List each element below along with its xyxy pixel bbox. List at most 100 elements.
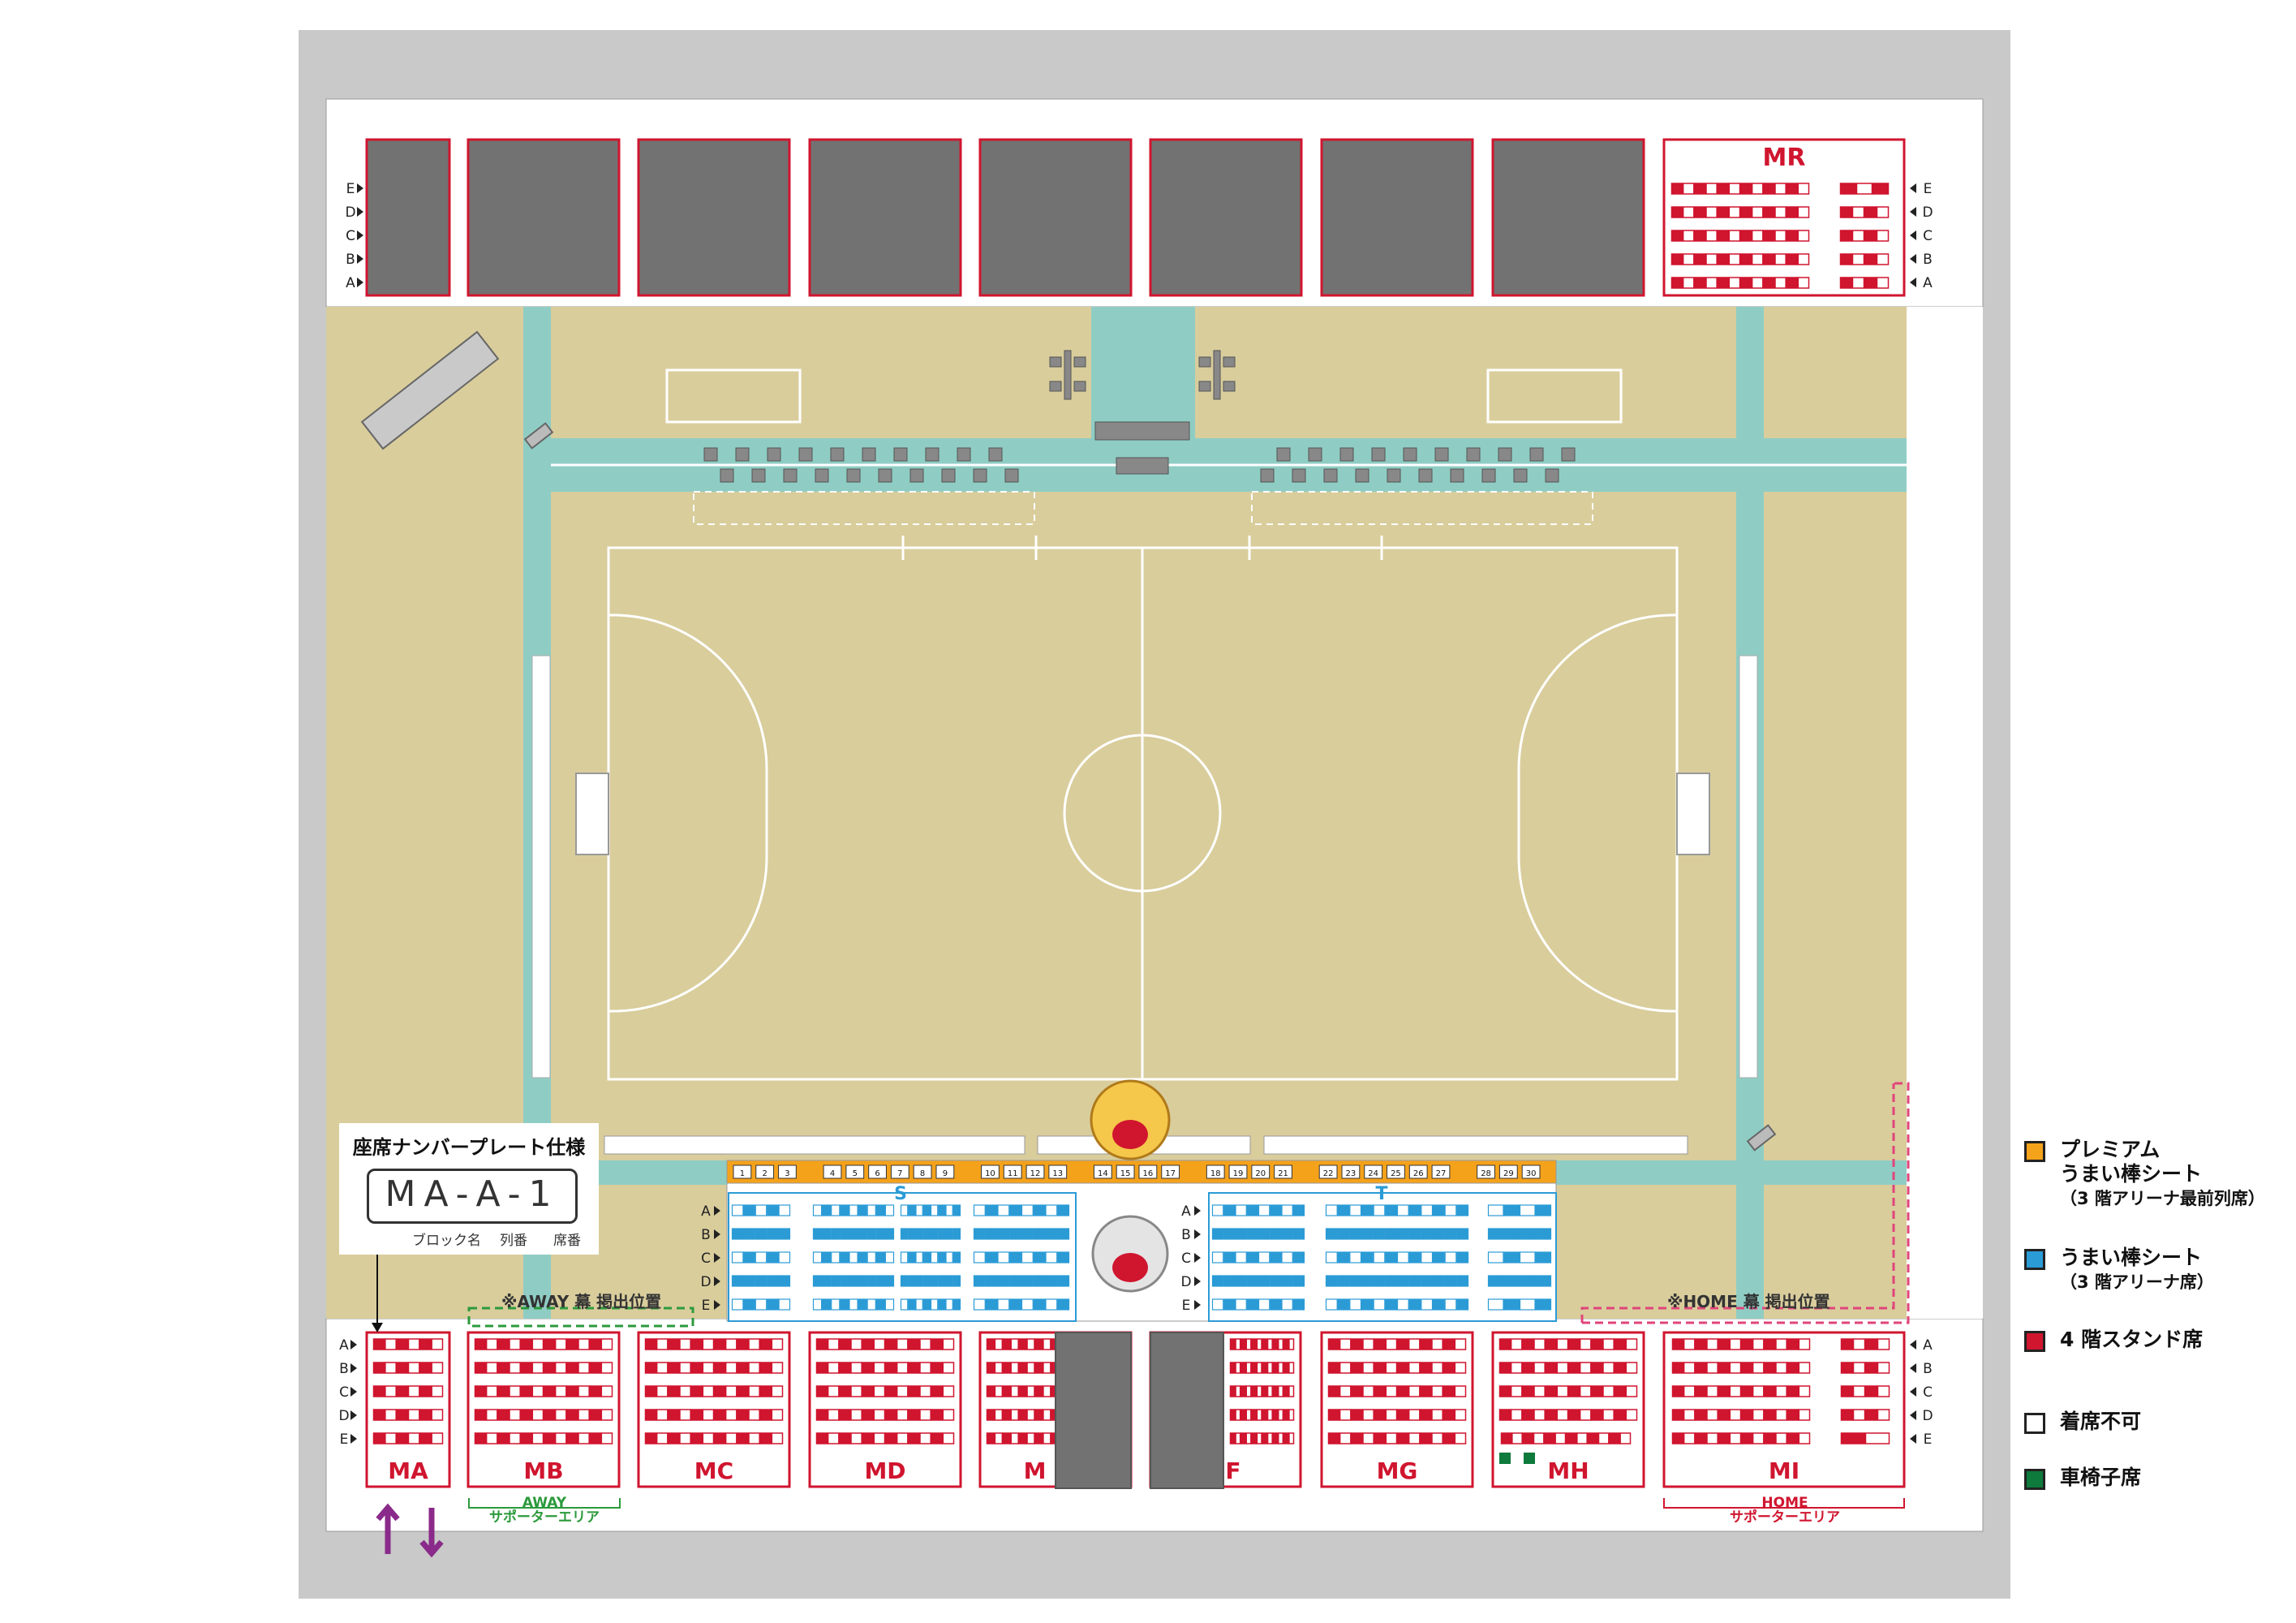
- stand-seat: [1026, 1338, 1035, 1350]
- arena-seat: [1235, 1275, 1247, 1287]
- arena-seat: [900, 1204, 909, 1216]
- section-t-frame: [1208, 1192, 1557, 1322]
- arena-seat: [1281, 1298, 1293, 1311]
- bench-seat: [1308, 447, 1322, 462]
- stand-seat: [1775, 1338, 1787, 1350]
- stand-seat: [1339, 1409, 1352, 1421]
- arena-seat: [1270, 1251, 1282, 1264]
- arena-seat: [985, 1275, 998, 1287]
- arena-seat: [1487, 1251, 1504, 1264]
- stand-seat: [1396, 1385, 1409, 1397]
- stand-seat: [474, 1338, 487, 1350]
- stand-seat: [554, 1409, 567, 1421]
- arena-seat: [1373, 1251, 1386, 1264]
- bench-seat: [783, 468, 798, 483]
- stand-seat: [862, 1385, 875, 1397]
- stand-seat: [1840, 1338, 1854, 1350]
- bench-seat: [1466, 447, 1481, 462]
- stand-seat: [1587, 1432, 1599, 1444]
- home-supporter-area: HOME サポーターエリア: [1667, 1496, 1903, 1525]
- stand-seat: [407, 1338, 420, 1350]
- stand-seat: [1877, 1385, 1890, 1397]
- bench-seat: [1323, 468, 1338, 483]
- stand-seat: [919, 1385, 931, 1397]
- block-label-mh: MH: [1547, 1457, 1589, 1484]
- arena-seat: [1432, 1275, 1445, 1287]
- stand-seat: [1283, 1338, 1289, 1350]
- stand-seat: [531, 1338, 544, 1350]
- bench-seat: [1498, 447, 1512, 462]
- arena-row-letter: D: [700, 1274, 711, 1290]
- arena-seat: [1258, 1298, 1271, 1311]
- seat-mr: [1682, 183, 1695, 195]
- stand-seat: [1764, 1385, 1776, 1397]
- stand-seat: [839, 1338, 851, 1350]
- arena-seat: [1292, 1251, 1305, 1264]
- premium-seat: [1003, 1165, 1022, 1179]
- stand-seat: [1374, 1385, 1387, 1397]
- stand-seat: [1522, 1385, 1534, 1397]
- premium-seat-number: 23: [1346, 1169, 1357, 1178]
- stand-seat: [931, 1338, 944, 1350]
- legend-swatch: [2024, 1469, 2045, 1490]
- stand-seat: [994, 1432, 1004, 1444]
- stand-seat: [1443, 1385, 1455, 1397]
- stand-seat: [1043, 1385, 1051, 1397]
- stand-seat: [1262, 1338, 1268, 1350]
- section-t-label: T: [1375, 1184, 1387, 1204]
- seat-mr: [1797, 277, 1810, 289]
- seat-mr: [1694, 253, 1706, 265]
- bench-seat: [893, 447, 908, 462]
- stand-seat: [497, 1362, 510, 1374]
- arena-seat: [840, 1228, 849, 1240]
- arena-seat: [1456, 1204, 1469, 1216]
- seat-mr: [1763, 230, 1775, 242]
- arena-seat: [1349, 1204, 1362, 1216]
- seat-mr: [1728, 183, 1741, 195]
- row-arrow-icon: [1194, 1206, 1201, 1216]
- arena-seat: [930, 1298, 939, 1311]
- stand-seat: [1798, 1338, 1811, 1350]
- stand-seat: [1251, 1409, 1258, 1421]
- arena-seat: [985, 1251, 998, 1264]
- stand-seat: [1864, 1385, 1878, 1397]
- arena-seat: [858, 1204, 867, 1216]
- arena-seat: [915, 1204, 923, 1216]
- seat-mr: [1694, 183, 1706, 195]
- arena-seat: [1211, 1251, 1224, 1264]
- stand-seat: [884, 1409, 897, 1421]
- arena-seat: [1503, 1251, 1520, 1264]
- bench-seat: [988, 447, 1003, 462]
- stand-seat: [919, 1338, 931, 1350]
- arena-seat: [900, 1298, 909, 1311]
- seat-mr: [1728, 206, 1741, 218]
- stand-seat: [1579, 1362, 1592, 1374]
- arena-seat: [1373, 1228, 1386, 1240]
- stand-seat: [1240, 1362, 1246, 1374]
- stand-seat: [1362, 1409, 1374, 1421]
- arena-seat: [1281, 1228, 1293, 1240]
- stand-seat: [419, 1409, 432, 1421]
- arena-seat: [755, 1228, 767, 1240]
- arena-seat: [908, 1228, 916, 1240]
- arena-seat: [1281, 1251, 1293, 1264]
- stand-seat: [1262, 1409, 1268, 1421]
- legend-label-main: 車椅子席: [2060, 1466, 2142, 1489]
- legend-label: 4 階スタンド席: [2060, 1328, 2203, 1352]
- stand-seat: [1579, 1409, 1592, 1421]
- stand-seat: [554, 1338, 567, 1350]
- row-arrow-icon: [714, 1300, 720, 1310]
- stand-seat: [1256, 1338, 1262, 1350]
- arena-seat: [1337, 1251, 1350, 1264]
- stand-seat: [1327, 1409, 1340, 1421]
- seat-mr: [1717, 206, 1730, 218]
- stand-seat: [1786, 1362, 1799, 1374]
- premium-seat: [1048, 1165, 1068, 1179]
- stand-seat: [679, 1409, 691, 1421]
- stand-seat: [1454, 1432, 1467, 1444]
- arena-seat: [767, 1204, 779, 1216]
- stand-seat: [644, 1409, 657, 1421]
- stand-seat: [1683, 1409, 1696, 1421]
- section-s-label: S: [894, 1184, 907, 1204]
- arena-seat: [1385, 1298, 1398, 1311]
